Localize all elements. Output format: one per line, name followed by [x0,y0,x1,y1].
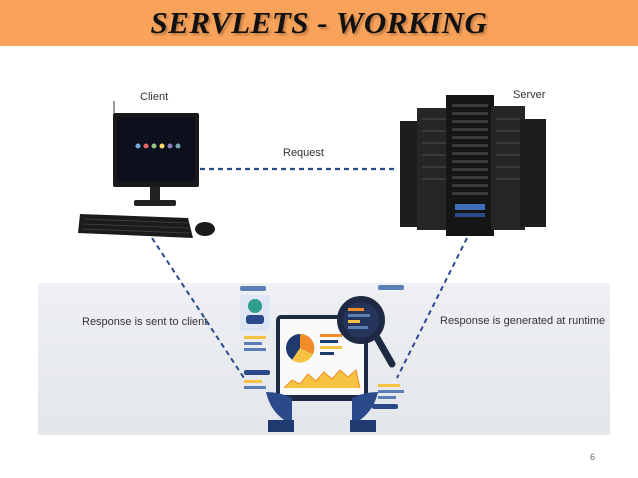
profile-header-bar [240,286,266,291]
client-label: Client [140,91,169,103]
response-sent-label: Response is sent to client [82,316,208,328]
left-hand-icon [266,392,292,420]
analytics-illustration [240,285,404,432]
request-label: Request [283,147,324,159]
avatar-icon [248,299,262,313]
area-chart-icon [283,369,361,389]
server-label: Server [513,89,546,101]
title-bar: SERVLETS - WORKING [0,0,638,46]
client-computer-icon [78,101,215,238]
slide-title: SERVLETS - WORKING [150,5,488,40]
response-left-connector [151,237,245,379]
page-number: 6 [590,452,596,462]
right-hand-icon [352,392,378,420]
server-rack-icon [400,95,546,236]
response-right-connector [396,237,468,379]
response-generated-label: Response is generated at runtime [440,315,606,327]
